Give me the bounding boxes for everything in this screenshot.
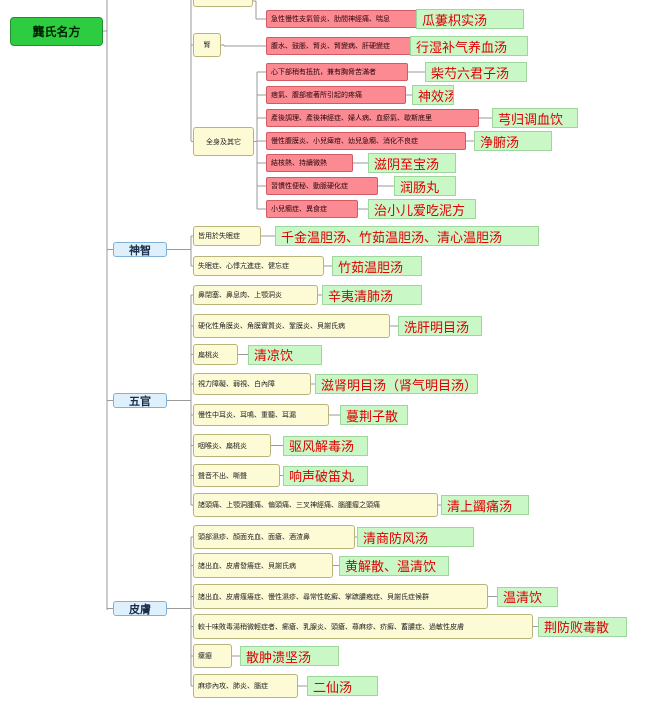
branch-label: 全身及其它 (193, 127, 254, 156)
symptom: 咽喉炎、扁桃炎 (193, 434, 271, 457)
remedy: 清凉饮 (248, 344, 322, 365)
symptom: 鼻閉塞、鼻息肉、上顎洞炎 (193, 285, 318, 305)
sub-symptom: 急性慢性支氣管炎、肋間神經痛、喘息 (266, 10, 429, 28)
symptom: 聲音不出、嘶聲 (193, 464, 280, 487)
category-1: 神智 (113, 242, 167, 257)
symptom: 視力障礙、弱視、白內障 (193, 373, 311, 395)
remedy: 温清饮 (497, 586, 558, 607)
symptom: 諸出血、皮膚瘙癢症、慢性濕疹、尋常性乾癬、掌蹠膿疱症、貝謝氏症候群 (193, 584, 488, 609)
remedy: 行湿补气养血汤 (410, 36, 528, 56)
remedy: 清商防风汤 (357, 527, 474, 547)
symptom: 頭部濕疹、顏面充血、面瘡、酒渣鼻 (193, 525, 355, 549)
remedy: 洗肝明目汤 (398, 316, 482, 336)
remedy: 滋肾明目汤（肾气明目汤） (315, 374, 478, 394)
symptom: 慢性中耳炎、耳鳴、重聽、耳漏 (193, 404, 329, 426)
remedy: 千金温胆汤、竹茹温胆汤、清心温胆汤 (275, 226, 539, 246)
symptom: 諸出血、皮膚發癢症、貝謝氏病 (193, 553, 333, 578)
branch-label (193, 0, 253, 7)
remedy: 蔓荆子散 (340, 405, 408, 425)
sub-symptom: 痞氣、腹部癒著所引起的疼痛 (266, 86, 406, 104)
sub-symptom: 產後調理、產後神經症、婦人病、血瘀氣、歇斯底里 (266, 109, 479, 127)
remedy: 驱风解毒汤 (283, 435, 368, 456)
remedy: 竹茹温胆汤 (332, 256, 422, 276)
remedy: 清上蠲痛汤 (441, 495, 529, 515)
symptom: 較十味敗毒湯稍微輕症者、癤瘡、乳腺炎、頭瘡、蕁麻疹、疥癬、蓄膿症、過敏性皮膚 (193, 614, 533, 639)
remedy: 治小儿爱吃泥方 (368, 199, 476, 219)
remedy: 芎归调血饮 (492, 108, 578, 128)
remedy: 辛夷清肺汤 (322, 285, 422, 305)
sub-symptom: 習慣性便秘、動脈硬化症 (266, 177, 378, 195)
symptom: 皆用於失眠症 (193, 226, 261, 246)
category-3: 皮膚 (113, 601, 167, 616)
remedy: 柴芍六君子汤 (425, 62, 527, 82)
remedy: 响声破笛丸 (283, 465, 368, 486)
symptom: 扁桃炎 (193, 344, 238, 365)
root-title: 龔氏名方 (10, 17, 103, 46)
symptom: 失眠症、心悸亢進症、健忘症 (193, 256, 324, 276)
remedy: 二仙汤 (307, 676, 378, 696)
remedy: 瓜蔞枳实汤 (416, 9, 524, 29)
symptom: 諸頭痛、上顎洞腫痛、偏頭痛、三叉神經痛、腦腫瘤之頭痛 (193, 493, 438, 517)
sub-symptom: 腹水、鼓脹、腎炎、腎變病、肝硬變症 (266, 37, 426, 55)
symptom: 瘰癧 (193, 644, 232, 668)
remedy: 滋阴至宝汤 (368, 153, 456, 173)
category-2: 五官 (113, 393, 167, 408)
remedy: 散肿溃坚汤 (240, 646, 339, 666)
remedy: 荆防败毒散 (538, 616, 627, 637)
remedy: 神效汤 (412, 85, 454, 105)
symptom: 硬化性角膜炎、角膜實質炎、鞏膜炎、貝謝氏病 (193, 314, 390, 338)
remedy: 黄解散、温清饮 (339, 555, 449, 576)
remedy: 浄腑汤 (474, 131, 552, 151)
sub-symptom: 心下部稍有抵抗，兼有胸脅苦滿者 (266, 63, 408, 81)
symptom: 麻疹內攻、肺炎、腦症 (193, 674, 298, 698)
sub-symptom: 小兒癇症、異食症 (266, 200, 358, 218)
branch-label: 腎 (193, 33, 221, 57)
sub-symptom: 慢性腹膜炎、小兒痺疳、幼兒急癇、消化不良症 (266, 132, 466, 150)
remedy: 润肠丸 (394, 176, 456, 196)
sub-symptom: 結核熱、持續微熱 (266, 154, 353, 172)
